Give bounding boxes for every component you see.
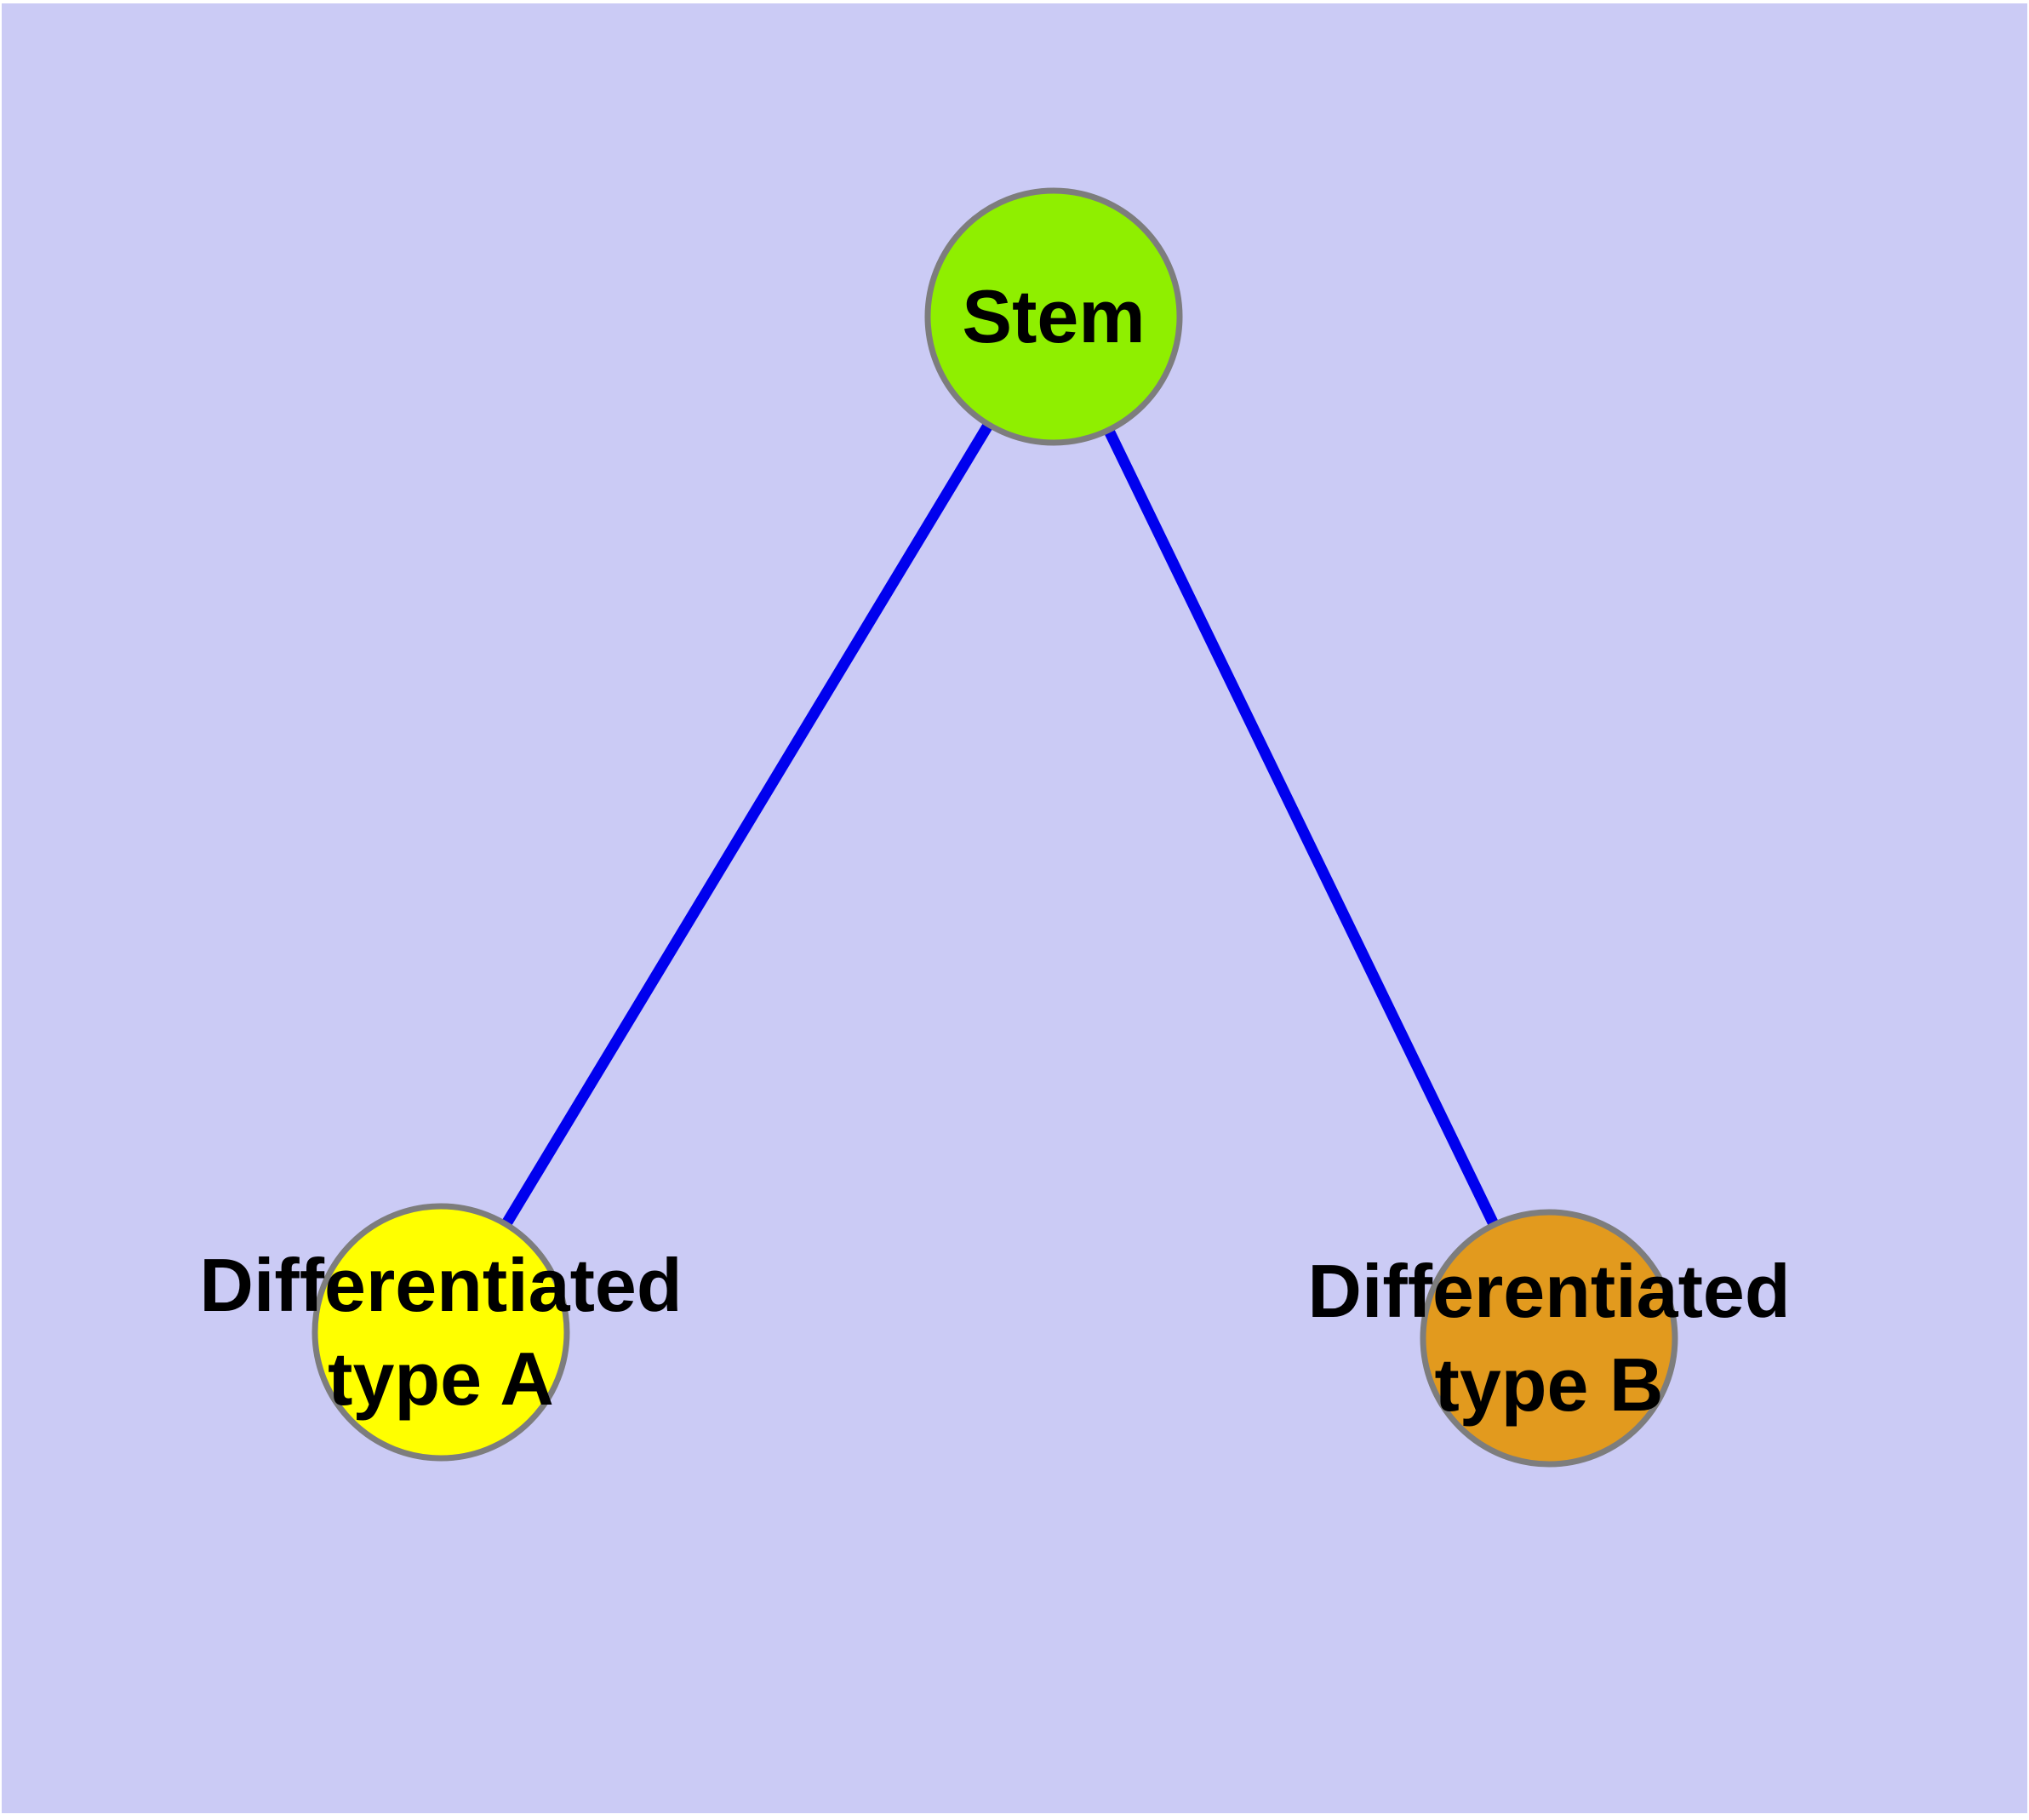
differentiated-type-b-node-label: Differentiated type B	[1307, 1249, 1791, 1427]
differentiated-type-a-node-label: Differentiated type A	[199, 1243, 683, 1421]
stem-node-label: Stem	[962, 274, 1146, 358]
differentiated-type-b-node-circle	[1420, 1209, 1678, 1468]
edge-stem-to-type-a	[436, 313, 1059, 1336]
differentiated-type-a-node-circle	[311, 1203, 570, 1462]
edge-stem-to-type-b	[1049, 314, 1554, 1341]
stem-node-circle	[924, 187, 1183, 446]
